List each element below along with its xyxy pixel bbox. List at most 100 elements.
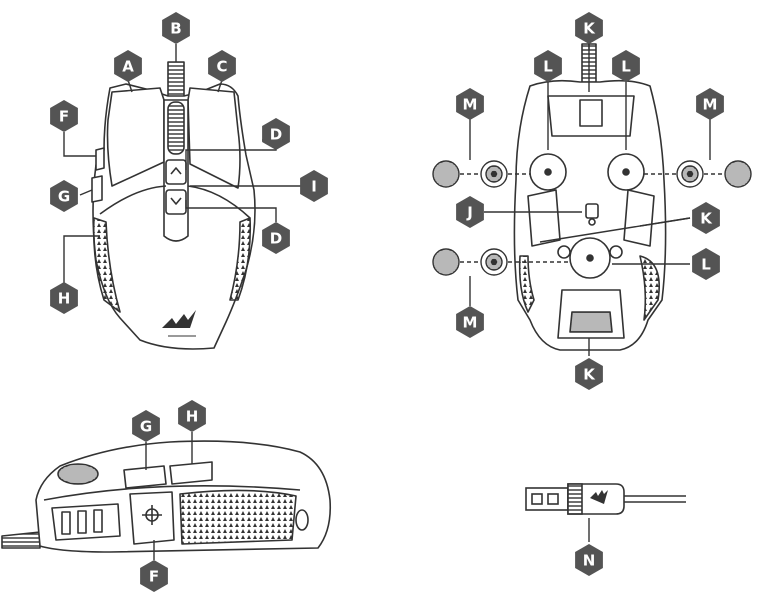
callout-hexagon (456, 88, 484, 120)
left-grip-texture (92, 217, 121, 313)
callout-m-13: M (696, 88, 724, 120)
callout-hexagon (50, 180, 78, 212)
mouse-top-view (91, 61, 256, 350)
callout-hexagon (300, 170, 328, 202)
callout-f-21: F (140, 560, 168, 592)
callout-f-5: F (50, 100, 78, 132)
callout-label: M (463, 96, 478, 114)
callout-hexagon (696, 88, 724, 120)
dpi-up-button (165, 159, 187, 185)
callout-label: J (466, 204, 473, 222)
side-button-g2 (169, 461, 213, 485)
callout-hexagon (456, 306, 484, 338)
callout-label: H (58, 290, 71, 308)
callout-label: L (621, 58, 631, 76)
callout-label: D (270, 230, 282, 248)
callout-hexagon (208, 50, 236, 82)
dpi-down-button (165, 189, 187, 215)
callout-hexagon (262, 118, 290, 150)
callout-hexagon (692, 248, 720, 280)
callout-hexagon (575, 358, 603, 390)
callout-g-6: G (50, 180, 78, 212)
callout-l-10: L (534, 50, 562, 82)
callout-label: C (216, 58, 227, 76)
weight-m-3 (676, 160, 704, 188)
callout-label: D (270, 126, 282, 144)
callout-hexagon (50, 100, 78, 132)
callout-hexagon (50, 282, 78, 314)
corsair-logo-top (162, 310, 196, 328)
side-button-f (95, 147, 105, 171)
callout-hexagon (132, 410, 160, 442)
callout-k-18: K (575, 358, 603, 390)
right-grip-texture (229, 217, 252, 301)
callout-b-1: B (162, 12, 190, 44)
mouse-side-view (1, 440, 332, 553)
callout-label: H (186, 408, 199, 426)
callout-a-0: A (114, 50, 142, 82)
callout-hexagon (262, 222, 290, 254)
callout-hexagon (178, 400, 206, 432)
callout-hexagon (575, 12, 603, 44)
callout-label: K (700, 210, 713, 228)
side-buttons-g (91, 175, 103, 203)
callout-n-22: N (575, 544, 603, 576)
weight-m-5 (432, 248, 460, 276)
weight-m-6 (480, 248, 508, 276)
callout-k-15: K (692, 202, 720, 234)
callout-k-9: K (575, 12, 603, 44)
callout-label: L (543, 58, 553, 76)
callout-c-2: C (208, 50, 236, 82)
weight-m-4 (724, 160, 752, 188)
callout-hexagon (140, 560, 168, 592)
callout-m-12: M (456, 88, 484, 120)
callout-markers: A B C D D F G H I K L L M M J K L M K G H F N (50, 12, 724, 592)
side-wheel (57, 463, 99, 485)
callout-h-20: H (178, 400, 206, 432)
usb-connector (525, 483, 686, 515)
callout-i-8: I (300, 170, 328, 202)
side-grip-texture (179, 489, 297, 545)
right-button-c (187, 87, 241, 189)
weights (432, 160, 752, 276)
side-view-leaders (145, 432, 193, 560)
callout-h-7: H (50, 282, 78, 314)
callout-hexagon (692, 202, 720, 234)
side-button-g1 (123, 465, 167, 489)
weight-m-1 (432, 160, 460, 188)
callout-hexagon (114, 50, 142, 82)
callout-label: L (701, 256, 711, 274)
top-cable (167, 61, 185, 101)
callout-hexagon (612, 50, 640, 82)
callout-label: G (140, 418, 152, 436)
callout-hexagon (162, 12, 190, 44)
callout-label: B (170, 20, 181, 38)
callout-hexagon (575, 544, 603, 576)
callout-label: M (463, 314, 478, 332)
callout-label: N (583, 552, 596, 570)
callout-l-16: L (692, 248, 720, 280)
callout-label: F (149, 568, 159, 586)
callout-d-4: D (262, 222, 290, 254)
callout-label: M (703, 96, 718, 114)
callout-label: G (58, 188, 70, 206)
callout-d-3: D (262, 118, 290, 150)
callout-label: K (583, 366, 596, 384)
callout-label: A (122, 58, 134, 76)
callout-hexagon (534, 50, 562, 82)
scroll-wheel-b (167, 101, 185, 155)
callout-l-11: L (612, 50, 640, 82)
bottom-view-leaders (460, 40, 724, 356)
mouse-bottom-view (513, 43, 667, 351)
callout-j-14: J (456, 196, 484, 228)
callout-label: K (583, 20, 596, 38)
callout-hexagon (456, 196, 484, 228)
weight-m-2 (480, 160, 508, 188)
callout-label: F (59, 108, 69, 126)
callout-g-19: G (132, 410, 160, 442)
callout-label: I (311, 178, 317, 196)
callout-m-17: M (456, 306, 484, 338)
side-cable (1, 531, 41, 549)
